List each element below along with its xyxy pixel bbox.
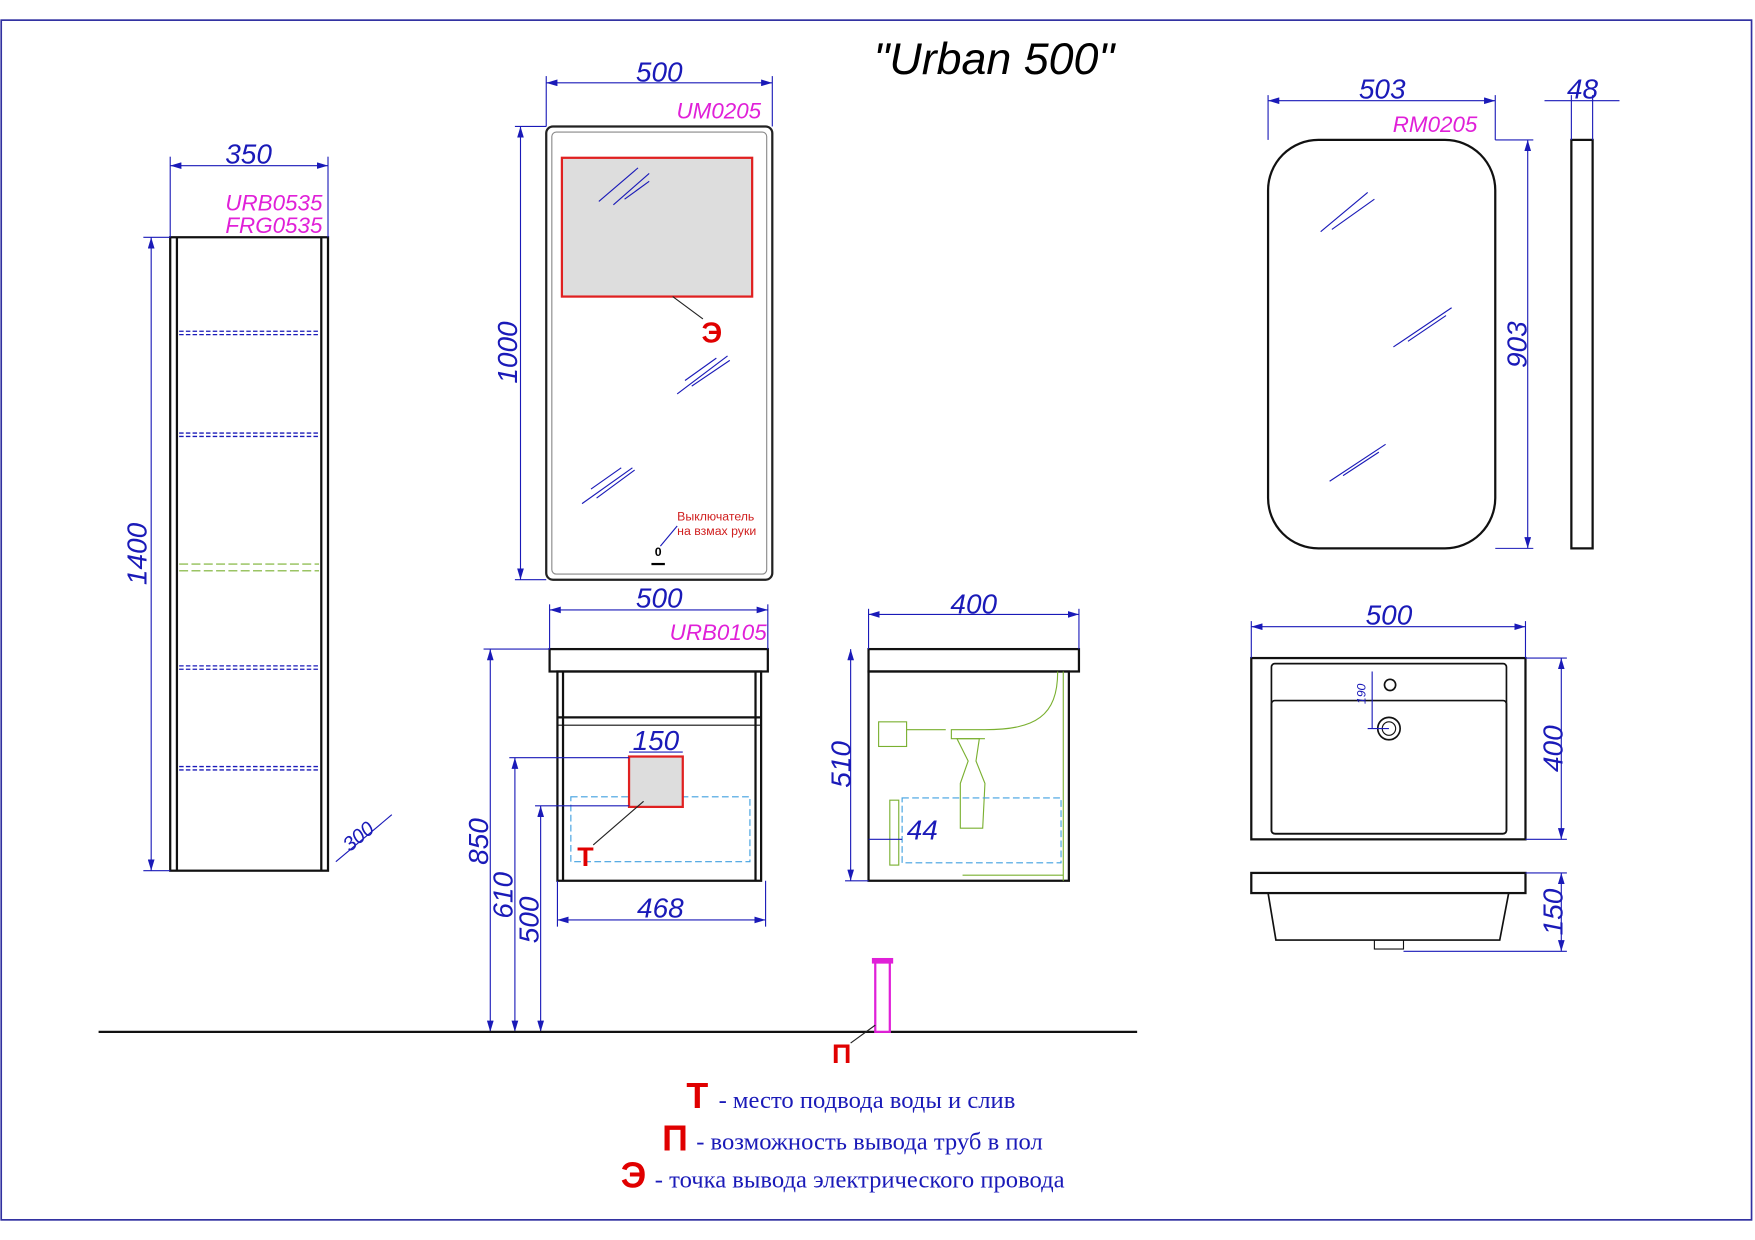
floor-marker: П	[832, 1039, 851, 1069]
legend-text-floor: - возможность вывода труб в пол	[696, 1128, 1043, 1155]
mirror-rm0205: 503 RM0205 48 903	[1266, 73, 1620, 550]
hole-offset: 190	[1354, 683, 1368, 704]
sink-height: 150	[1537, 888, 1568, 935]
legend-mark-electric: Э	[621, 1155, 646, 1195]
mirror-rm-height: 903	[1502, 321, 1533, 368]
tall-cabinet-depth: 300	[339, 817, 379, 856]
vanity-code: URB0105	[670, 620, 768, 645]
side-offset: 44	[907, 814, 938, 845]
sink-width: 500	[1366, 599, 1413, 630]
legend-text-electric: - точка вывода электрического провода	[655, 1166, 1065, 1193]
sink: 190 500 400 150	[1250, 599, 1568, 952]
sheet-border	[0, 19, 1753, 1221]
mirror-rm-code: RM0205	[1393, 112, 1478, 137]
water-marker: Т	[577, 842, 594, 872]
mirror-um0205: Э Выключатель на взмах руки 0 500 UM0205…	[492, 57, 774, 581]
side-depth: 400	[950, 588, 997, 619]
height-850: 850	[463, 818, 494, 865]
mirror-um-code: UM0205	[677, 99, 762, 124]
floor-pipe: П	[832, 957, 894, 1069]
tall-cabinet-width: 350	[225, 138, 272, 169]
vanity-side: 400 510 44	[826, 588, 1081, 882]
mirror-um-width: 500	[636, 57, 683, 88]
electric-marker: Э	[702, 317, 723, 349]
tall-cabinet: 350 URB0535 FRG0535 1400 300	[122, 138, 393, 872]
legend: Т - место подвода воды и слив П - возмож…	[621, 1076, 1065, 1195]
switch-label-2: на взмах руки	[677, 524, 756, 538]
logo-icon	[651, 562, 665, 566]
mirror-um-height: 1000	[492, 321, 523, 384]
side-height: 510	[826, 741, 857, 788]
mirror-rm-width: 503	[1359, 73, 1406, 104]
height-500: 500	[513, 896, 544, 943]
legend-mark-floor: П	[662, 1118, 688, 1158]
legend-text-water: - место подвода воды и слив	[719, 1087, 1016, 1114]
switch-symbol: 0	[655, 545, 662, 559]
vanity-front: Т 500 URB0105 150 468 850 610 500	[463, 583, 769, 1032]
title: "Urban 500"	[874, 34, 1117, 84]
switch-label-1: Выключатель	[677, 509, 754, 523]
tall-cabinet-code-2: FRG0535	[225, 213, 323, 238]
legend-mark-water: Т	[686, 1076, 708, 1116]
height-610: 610	[488, 872, 519, 919]
tall-cabinet-code-1: URB0535	[225, 190, 323, 215]
mirror-rm-depth: 48	[1567, 73, 1599, 104]
vanity-width: 500	[636, 583, 683, 614]
zone-width: 150	[633, 725, 680, 756]
tall-cabinet-height: 1400	[122, 522, 153, 585]
vanity-inner-width: 468	[637, 893, 684, 924]
sink-depth: 400	[1537, 725, 1568, 772]
